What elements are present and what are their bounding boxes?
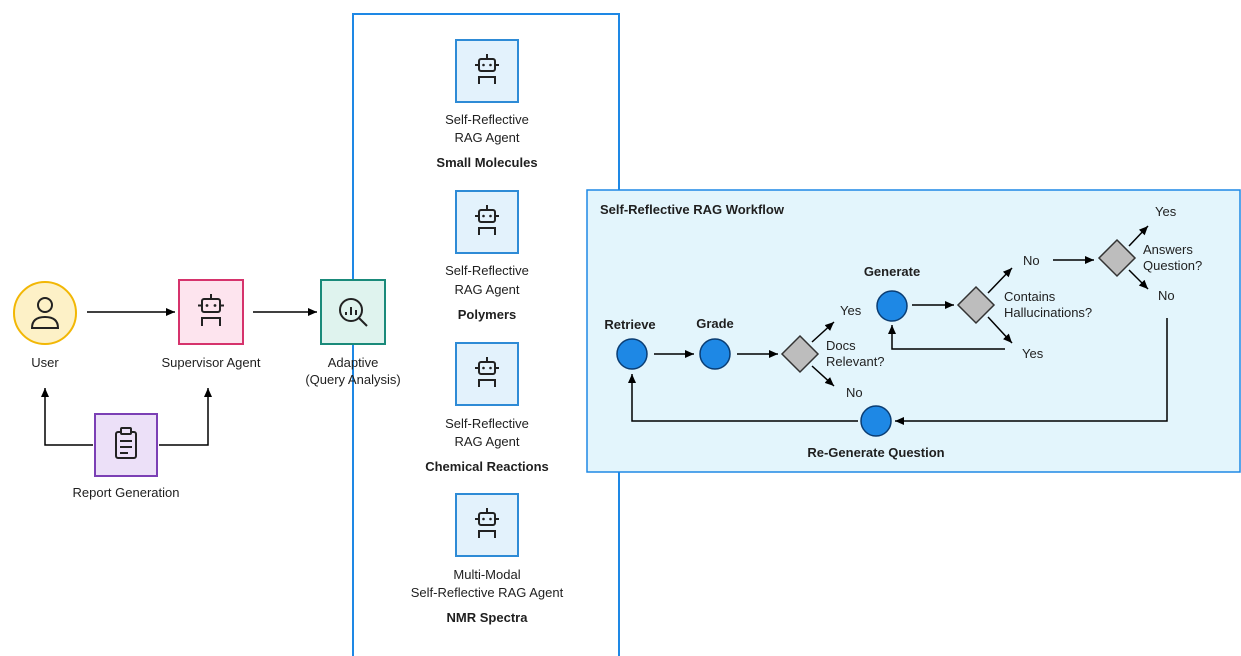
arrow-report-supervisor bbox=[159, 388, 212, 446]
agent-2-domain: Polymers bbox=[458, 307, 517, 322]
agent-4-line1: Multi-Modal bbox=[453, 567, 520, 582]
report-node bbox=[94, 413, 158, 477]
regenerate-label: Re-Generate Question bbox=[807, 445, 944, 460]
hallucinations-diamond bbox=[956, 285, 996, 325]
adaptive-node bbox=[320, 279, 386, 345]
arrow-regenerate-retrieve bbox=[628, 374, 858, 422]
adaptive-label-2: (Query Analysis) bbox=[305, 372, 400, 387]
user-node bbox=[13, 281, 77, 345]
clipboard-icon bbox=[115, 427, 137, 459]
docs-relevant-label-1: Docs bbox=[826, 338, 856, 353]
arrow-docs-yes bbox=[811, 321, 835, 343]
arrow-hall-yes bbox=[987, 316, 1013, 344]
retrieve-node bbox=[616, 338, 648, 370]
workflow-title: Self-Reflective RAG Workflow bbox=[600, 202, 785, 217]
arrow-answers-yes bbox=[1128, 225, 1149, 247]
workflow-panel bbox=[586, 189, 1241, 473]
arrow-hall-no bbox=[987, 267, 1013, 294]
arrow-hall-back-generate bbox=[888, 325, 1005, 350]
generate-label: Generate bbox=[864, 264, 920, 279]
docs-yes-label: Yes bbox=[840, 303, 862, 318]
adaptive-label-1: Adaptive bbox=[328, 355, 379, 370]
answers-yes-label: Yes bbox=[1155, 204, 1177, 219]
robot-icon bbox=[475, 508, 499, 538]
answers-question-label-1: Answers bbox=[1143, 242, 1193, 257]
arrow-docs-no bbox=[811, 365, 835, 387]
agent-4-line2: Self-Reflective RAG Agent bbox=[411, 585, 564, 600]
generate-node bbox=[876, 290, 908, 322]
agent-2-line2: RAG Agent bbox=[454, 282, 519, 297]
robot-icon bbox=[475, 205, 499, 235]
agent-4-domain: NMR Spectra bbox=[447, 610, 529, 625]
person-icon bbox=[30, 297, 60, 329]
docs-relevant-label-2: Relevant? bbox=[826, 354, 885, 369]
arrow-answers-no bbox=[1128, 269, 1149, 290]
grade-node bbox=[699, 338, 731, 370]
query-analysis-icon bbox=[339, 298, 368, 327]
agent-1-line2: RAG Agent bbox=[454, 130, 519, 145]
hall-yes-label: Yes bbox=[1022, 346, 1044, 361]
robot-icon bbox=[198, 294, 224, 326]
hall-no-label: No bbox=[1023, 253, 1040, 268]
robot-icon bbox=[475, 54, 499, 84]
agents-panel bbox=[352, 13, 620, 656]
report-label: Report Generation bbox=[73, 485, 180, 500]
user-label: User bbox=[31, 355, 59, 370]
hallucinations-label-1: Contains bbox=[1004, 289, 1056, 304]
agent-small-molecules bbox=[455, 39, 519, 103]
supervisor-node bbox=[178, 279, 244, 345]
robot-icon bbox=[475, 357, 499, 387]
agent-1-line1: Self-Reflective bbox=[445, 112, 529, 127]
agent-chemical-reactions bbox=[455, 342, 519, 406]
answers-question-label-2: Question? bbox=[1143, 258, 1202, 273]
agent-3-line2: RAG Agent bbox=[454, 434, 519, 449]
agent-1-domain: Small Molecules bbox=[436, 155, 537, 170]
arrow-report-user bbox=[41, 388, 93, 446]
regenerate-node bbox=[860, 405, 892, 437]
arrow-answers-no-regenerate bbox=[895, 318, 1168, 425]
answers-question-diamond bbox=[1097, 238, 1137, 278]
hallucinations-label-2: Hallucinations? bbox=[1004, 305, 1092, 320]
agent-polymers bbox=[455, 190, 519, 254]
agent-3-line1: Self-Reflective bbox=[445, 416, 529, 431]
supervisor-label: Supervisor Agent bbox=[161, 355, 260, 370]
docs-no-label: No bbox=[846, 385, 863, 400]
agent-2-line1: Self-Reflective bbox=[445, 263, 529, 278]
retrieve-label: Retrieve bbox=[604, 317, 655, 332]
answers-no-label: No bbox=[1158, 288, 1175, 303]
grade-label: Grade bbox=[696, 316, 734, 331]
agent-3-domain: Chemical Reactions bbox=[425, 459, 549, 474]
agent-nmr-spectra bbox=[455, 493, 519, 557]
docs-relevant-diamond bbox=[780, 334, 820, 374]
